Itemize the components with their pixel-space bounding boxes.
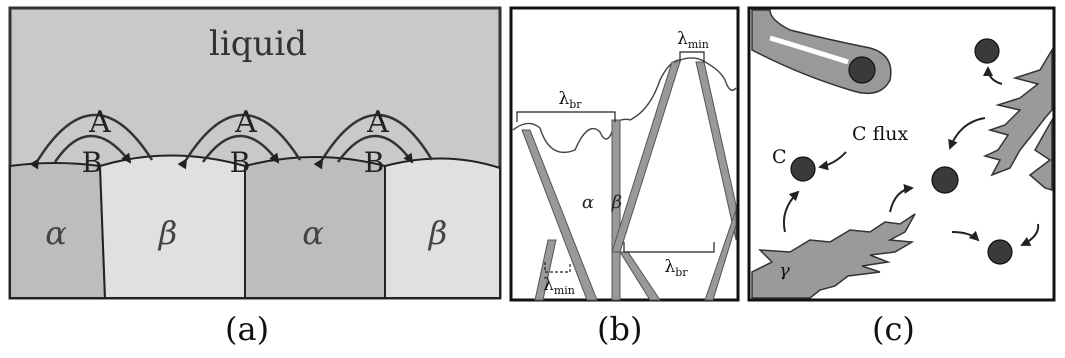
flux-arrow-5 — [889, 183, 914, 213]
particle-5 — [987, 239, 1013, 265]
flux-arrow-2 — [948, 117, 986, 150]
phase-label-4: β — [428, 214, 448, 252]
interface-line — [512, 57, 737, 154]
phase-label-1: α — [45, 214, 67, 252]
flux-label: C flux — [852, 123, 908, 145]
lambda-br-bracket-bottom — [623, 242, 715, 253]
beta-label: β — [611, 192, 622, 213]
c-label: C — [772, 146, 787, 168]
diffusion-arcs — [29, 113, 434, 170]
lambda-br-label-top: λbr — [558, 89, 582, 111]
lamella-4 — [695, 61, 737, 241]
branch-structure-right-2 — [1028, 117, 1053, 191]
flux-arrow-3 — [818, 151, 847, 171]
lambda-min-label-bottom: λmin — [543, 275, 575, 297]
lambda-br-label-bottom: λbr — [664, 257, 688, 279]
branch-structure-right — [982, 47, 1053, 177]
lamella-2 — [611, 119, 621, 301]
lambda-min-label-top: λmin — [677, 29, 709, 51]
caption-b: (b) — [597, 310, 643, 348]
phase-label-3: α — [302, 214, 324, 252]
phase-label-2: β — [158, 214, 178, 252]
particle-2 — [974, 38, 1000, 64]
flux-arrow-6 — [951, 230, 980, 242]
arc-outer-label-3: A — [366, 105, 389, 140]
gamma-label: γ — [779, 260, 790, 281]
panel-b: λbr λmin λbr λmin α β — [509, 6, 740, 302]
arc-a-1 — [29, 113, 154, 170]
arc-b-2 — [201, 134, 280, 164]
flux-arrows — [782, 66, 1040, 246]
lambda-min-bracket-top — [679, 51, 705, 62]
flux-arrow-4 — [782, 190, 800, 233]
flux-arrow-7 — [1020, 223, 1040, 246]
arc-b-1 — [53, 134, 132, 164]
panel-c: C flux C γ — [747, 6, 1056, 302]
lambda-min-bracket-bottom — [544, 262, 571, 273]
dendrite-structure-bottom — [751, 213, 916, 299]
arc-outer-label-1: A — [88, 105, 111, 140]
arc-b-3 — [336, 134, 414, 164]
particle-3 — [790, 156, 816, 182]
carbon-particles — [790, 38, 1013, 265]
tube-channel — [769, 35, 849, 65]
arc-inner-label-3: B — [364, 146, 385, 179]
arc-inner-label-1: B — [82, 146, 103, 179]
arc-inner-label-2: B — [230, 146, 251, 179]
grain-beta-2 — [384, 157, 501, 299]
arc-outer-label-2: A — [234, 105, 257, 140]
particle-4 — [931, 166, 959, 194]
arc-a-3 — [313, 113, 434, 170]
arc-a-2 — [177, 113, 302, 170]
caption-a: (a) — [225, 310, 270, 348]
flux-arrow-1 — [983, 66, 1003, 85]
lambda-br-bracket-top — [516, 111, 616, 122]
caption-c: (c) — [872, 310, 915, 348]
alpha-label: α — [582, 192, 594, 213]
lamella-7 — [704, 209, 737, 301]
liquid-label: liquid — [209, 24, 307, 64]
lamella-1 — [521, 129, 598, 301]
lamellae — [521, 61, 737, 301]
particle-1 — [848, 56, 876, 84]
panel-a: liquid A B A B A B α β α β — [8, 6, 502, 300]
